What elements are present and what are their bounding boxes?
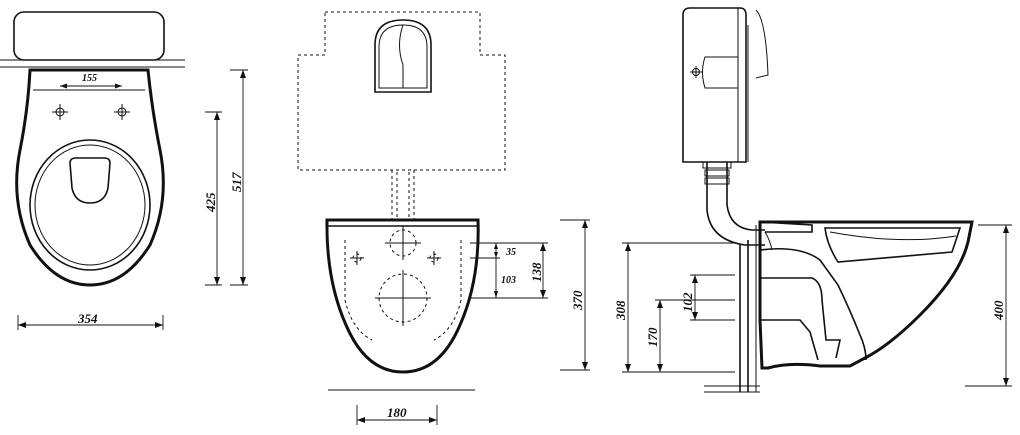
dim-height: 370 [570,290,585,311]
dim-outlet-diameter: 102 [680,292,695,312]
front-view-hole-right [427,251,441,265]
side-view: 102 170 308 400 [613,7,1012,393]
front-view-bowl [325,218,480,374]
top-view-bowl-inner-2 [34,144,146,266]
dim-inlet-height: 170 [645,327,660,347]
top-view-bowl-outline [15,68,165,287]
top-view-hole-left [52,104,68,120]
front-view-flush-plate [374,19,432,93]
dim-width: 354 [77,311,98,326]
side-view-bowl [758,220,974,370]
side-view-flush-pipe [706,162,765,246]
dim-depth-to-holes: 425 [203,192,218,213]
dim-hole-spacing: 155 [82,73,97,84]
front-view-hole-left [350,251,364,265]
top-view-cistern [13,11,165,61]
side-view-cistern [682,7,747,163]
dim-hole-offset-medium: 103 [501,275,516,286]
top-view-drain [69,157,111,204]
dim-outlet-height: 308 [613,300,628,321]
dim-rim-height: 400 [991,300,1006,321]
front-view-outlet [375,270,431,326]
dim-hole-span: 138 [529,262,544,282]
front-view-hole-top [385,226,421,260]
front-view: 35 103 138 370 180 [297,11,590,425]
top-view: 155 354 425 517 [0,11,248,330]
top-view-bowl-inner [29,139,151,271]
dim-total-depth: 517 [229,172,244,192]
front-view-frame-dashed [297,11,506,171]
top-view-hole-right [114,104,130,120]
dim-base-width: 180 [387,405,407,420]
dim-hole-offset-small: 35 [505,247,516,258]
